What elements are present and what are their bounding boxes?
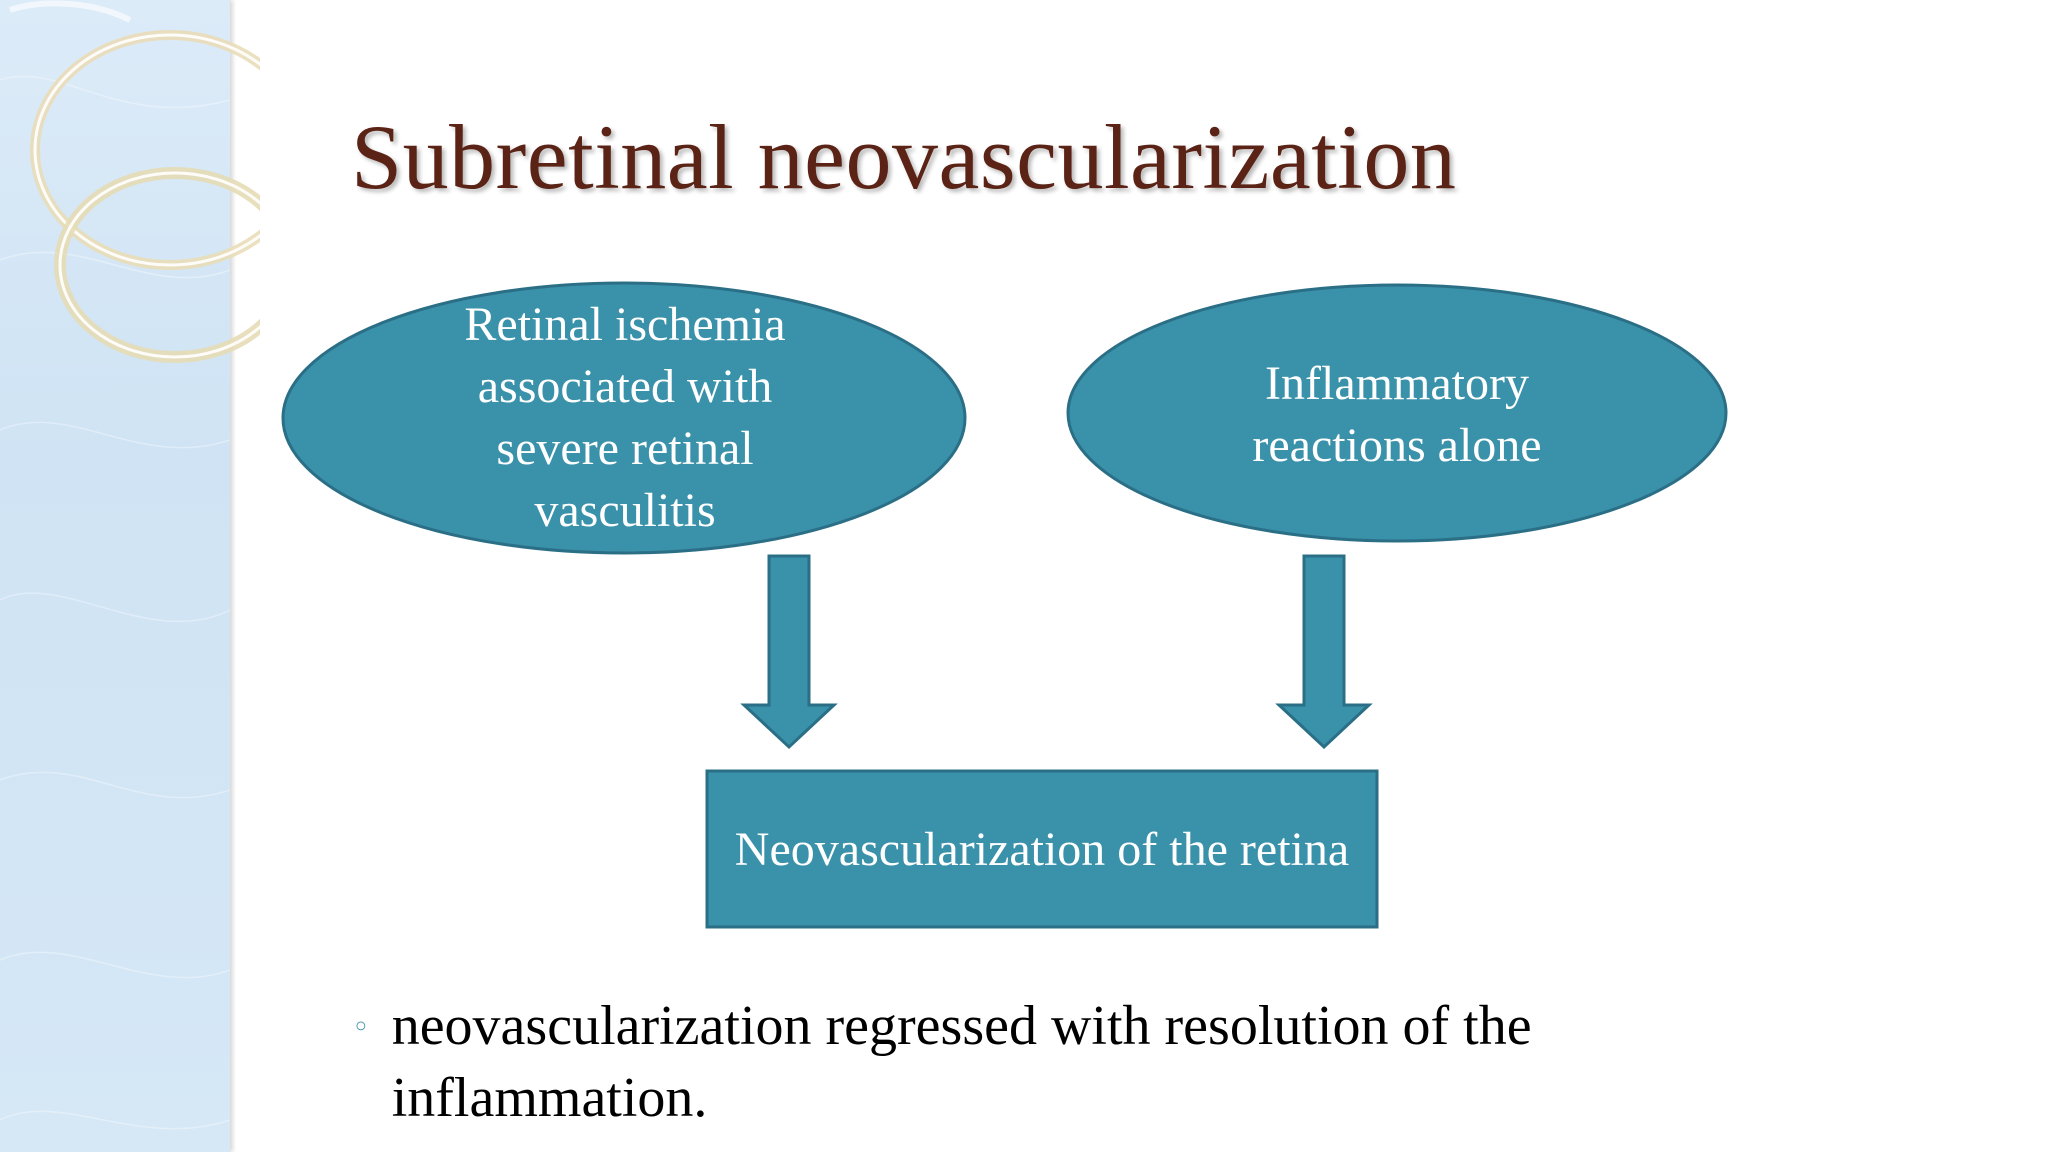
arrow-ischemia-to-outcome	[740, 554, 838, 750]
node-inflammation-shape	[1066, 283, 1728, 543]
arrow-inflammation-to-outcome	[1275, 554, 1373, 750]
ring-decoration-icon	[9, 0, 260, 363]
sidebar-texture	[0, 75, 230, 1130]
slide-title: Subretinal neovascularization	[351, 106, 1457, 208]
node-inflammation-text: Inflammatory reactions alone	[1252, 357, 1542, 472]
node-ischemia-shape	[281, 281, 967, 555]
node-outcome-shape	[705, 769, 1379, 929]
node-ischemia-label: Retinal ischemia associated with severe …	[430, 290, 820, 546]
node-ischemia-text: Retinal ischemia associated with severe …	[464, 298, 786, 537]
node-inflammation-label: Inflammatory reactions alone	[1175, 340, 1619, 490]
bullet-list-item: ◦ neovascularization regressed with reso…	[352, 990, 1702, 1134]
bullet-text: neovascularization regressed with resolu…	[391, 995, 1532, 1129]
hollow-circle-bullet-icon: ◦	[352, 1010, 370, 1045]
node-outcome-text: Neovascularization of the retina	[734, 823, 1350, 876]
node-outcome-label: Neovascularization of the retina	[730, 786, 1354, 914]
